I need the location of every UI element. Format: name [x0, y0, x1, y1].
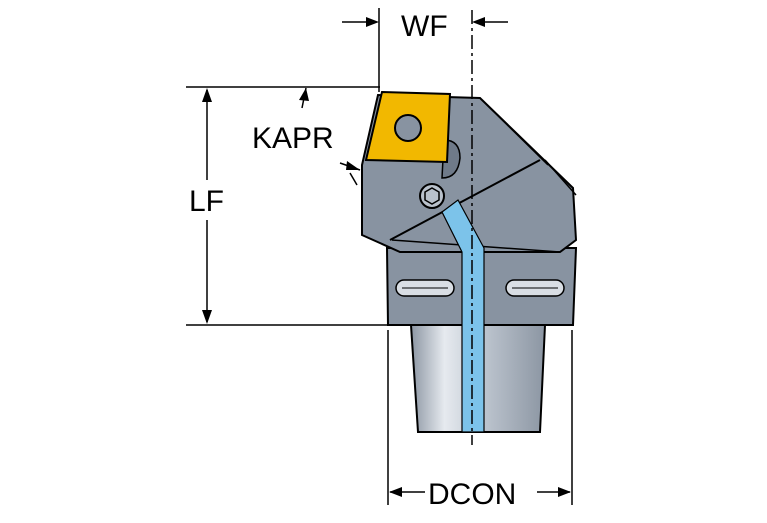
kapr-dimension: KAPR	[252, 87, 361, 186]
lf-label: LF	[189, 185, 224, 218]
wf-label: WF	[401, 10, 448, 43]
dcon-label: DCON	[428, 478, 516, 511]
coupling-slots	[395, 279, 565, 297]
dcon-dimension: DCON	[387, 330, 573, 511]
lf-dimension: LF	[186, 86, 388, 326]
cutting-insert	[364, 90, 452, 164]
wf-dimension: WF	[342, 8, 508, 92]
kapr-label: KAPR	[252, 122, 334, 155]
coolant-channel	[441, 199, 485, 433]
clamp-screw-icon	[419, 183, 445, 209]
insert-hole-icon	[394, 114, 422, 142]
